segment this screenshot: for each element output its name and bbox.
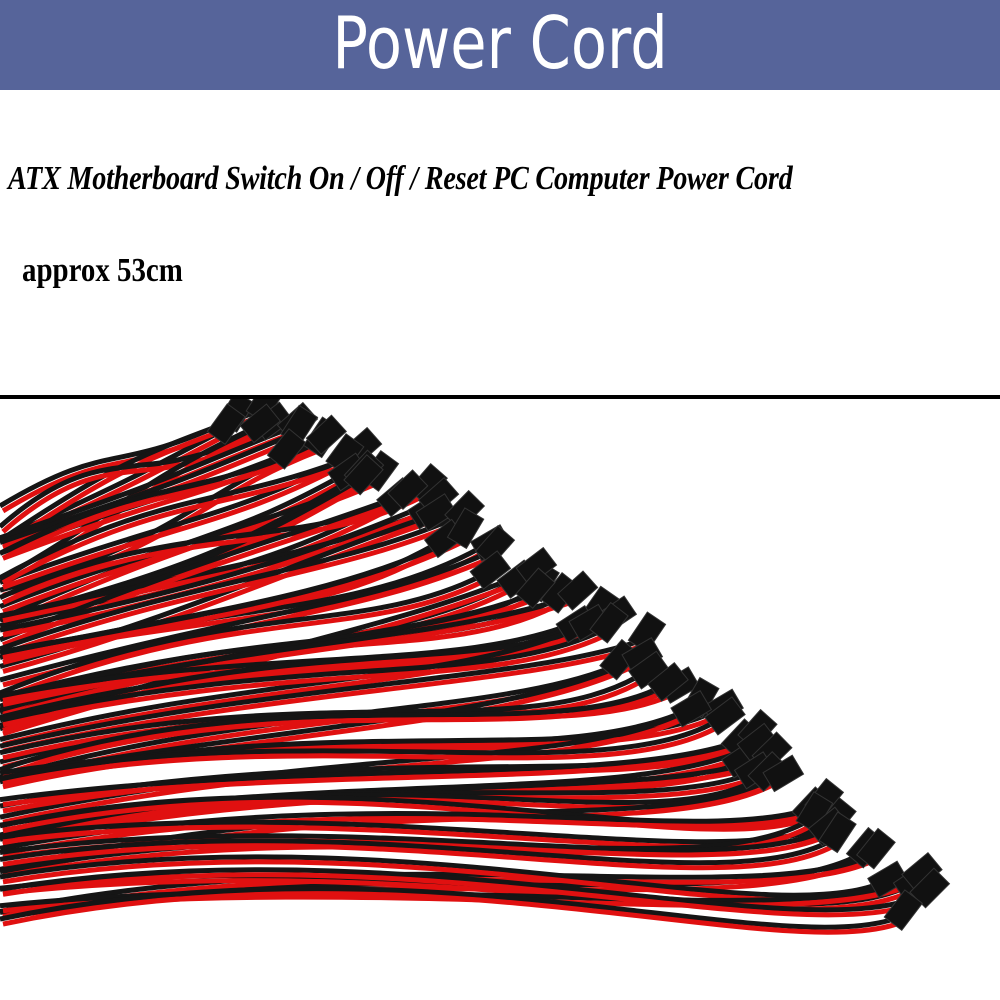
dupont-connector	[343, 454, 384, 496]
dupont-connector	[266, 428, 307, 470]
black-wire	[0, 534, 461, 656]
cable-bundle-photo	[0, 399, 951, 935]
black-wire	[0, 673, 641, 756]
red-wire	[2, 724, 720, 786]
dupont-connector	[515, 567, 556, 609]
dupont-connector	[704, 696, 746, 736]
black-wire	[0, 494, 400, 643]
red-wire	[1, 444, 322, 561]
dupont-connector	[647, 661, 689, 702]
dupont-connector	[474, 524, 516, 567]
black-wire	[0, 854, 879, 898]
red-wire	[2, 520, 461, 657]
dupont-connector	[599, 638, 640, 681]
dupont-connector	[883, 889, 924, 932]
dupont-connector	[855, 827, 896, 870]
dupont-connector	[469, 550, 512, 590]
black-wire	[0, 628, 603, 723]
dupont-connector	[387, 469, 429, 510]
black-wire	[0, 734, 751, 803]
banner-title: Power Cord	[332, 1, 668, 85]
red-wire	[2, 456, 357, 590]
red-wire	[2, 578, 486, 701]
dupont-connector	[589, 601, 629, 644]
red-wire	[1, 464, 342, 585]
dupont-connector	[670, 690, 713, 728]
black-wire	[0, 886, 897, 930]
red-wire	[1, 494, 424, 605]
black-wire	[0, 501, 431, 633]
black-wire	[0, 573, 483, 696]
black-wire	[0, 432, 294, 545]
black-wire	[0, 838, 832, 866]
black-wire	[0, 515, 458, 652]
dupont-connector	[239, 403, 282, 444]
black-wire	[0, 830, 821, 855]
product-title: ATX Motherboard Switch On / Off / Reset …	[8, 160, 793, 197]
red-wire	[2, 506, 434, 638]
product-length: approx 53cm	[22, 252, 183, 289]
red-wire	[2, 739, 754, 808]
black-wire	[0, 459, 339, 580]
red-wire	[2, 690, 663, 778]
title-banner: Power Cord	[0, 0, 1000, 90]
red-wire	[2, 799, 808, 834]
dupont-connector	[762, 754, 805, 793]
dupont-connector	[305, 414, 347, 456]
dupont-connector	[415, 493, 458, 532]
red-wire	[2, 520, 431, 674]
black-wire	[0, 685, 660, 773]
divider	[0, 395, 1000, 399]
red-wire	[2, 843, 835, 871]
black-wire	[0, 719, 717, 781]
red-wire	[2, 872, 926, 918]
black-wire	[0, 867, 923, 913]
dupont-connector	[818, 811, 857, 854]
black-wire	[0, 638, 641, 749]
black-wire	[0, 426, 290, 541]
dupont-connector	[556, 570, 599, 611]
red-wire	[2, 716, 686, 825]
black-wire	[0, 424, 265, 529]
red-wire	[2, 633, 606, 728]
red-wire	[2, 859, 873, 920]
dupont-connector	[206, 403, 246, 445]
dupont-connector	[867, 860, 909, 899]
dupont-connector	[446, 507, 485, 550]
red-wire	[2, 539, 464, 661]
black-wire	[0, 551, 488, 683]
red-wire	[2, 891, 900, 935]
